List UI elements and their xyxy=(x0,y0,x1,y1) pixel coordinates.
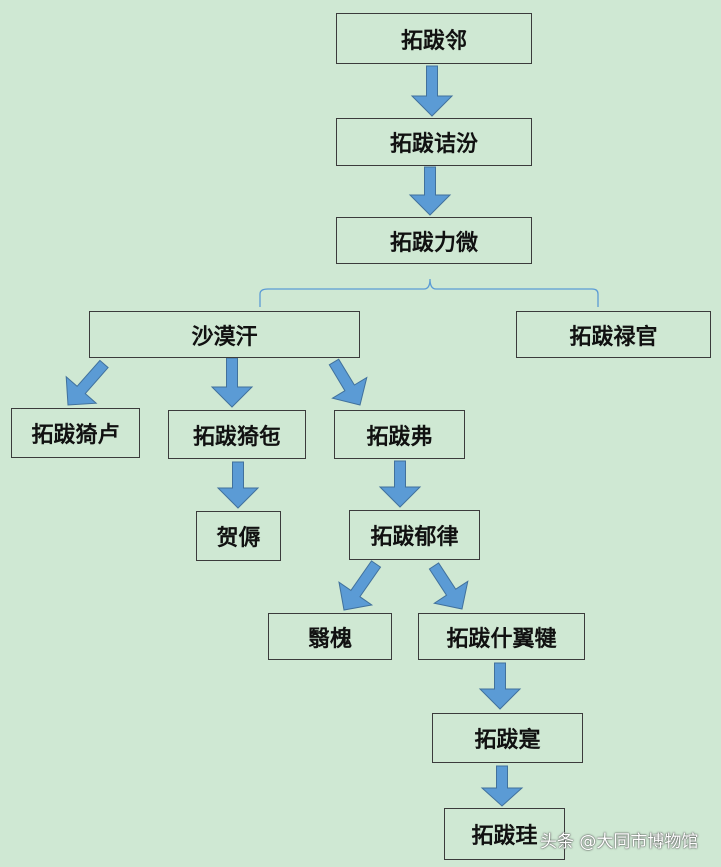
arrow-yiyi-to-heru xyxy=(216,461,260,509)
arrow-yulv-to-shenjian xyxy=(428,562,469,610)
node-heru: 贺傉 xyxy=(196,511,281,561)
node-tuoba-gui: 拓跋珪 xyxy=(444,808,565,860)
node-tuoba-yiyi: 拓跋猗㐌 xyxy=(168,410,306,459)
arrow-jiefen-to-liwei xyxy=(408,166,452,216)
node-tuoba-jiefen: 拓跋诘汾 xyxy=(336,118,532,166)
arrow-shamohan-to-yiyi xyxy=(210,357,254,408)
node-tuoba-yilu: 拓跋猗卢 xyxy=(11,408,140,458)
node-tuoba-lin: 拓跋邻 xyxy=(336,13,532,64)
brace-connector xyxy=(259,278,599,307)
node-tuoba-yulv: 拓跋郁律 xyxy=(349,510,480,560)
node-tuoba-fu: 拓跋弗 xyxy=(334,410,465,459)
arrow-yulv-to-yihuai xyxy=(338,560,382,611)
node-yihuai: 翳槐 xyxy=(268,613,392,660)
node-tuoba-shiyijian: 拓跋什翼犍 xyxy=(418,613,585,660)
arrow-lin-to-jiefen xyxy=(410,65,454,117)
arrow-shi-to-gui xyxy=(480,765,524,807)
arrow-shamohan-to-fu xyxy=(328,358,368,406)
node-shamohan: 沙漠汗 xyxy=(89,311,360,358)
node-tuoba-luguan: 拓跋禄官 xyxy=(516,311,711,358)
node-tuoba-liwei: 拓跋力微 xyxy=(336,217,532,264)
arrow-shamohan-to-yilu xyxy=(65,359,109,406)
node-tuoba-shi: 拓跋寔 xyxy=(432,713,583,763)
watermark: 头条 @大同市博物馆 xyxy=(540,832,699,852)
arrow-shenjian-to-shi xyxy=(478,662,522,710)
arrow-fu-to-yulv xyxy=(378,460,422,508)
